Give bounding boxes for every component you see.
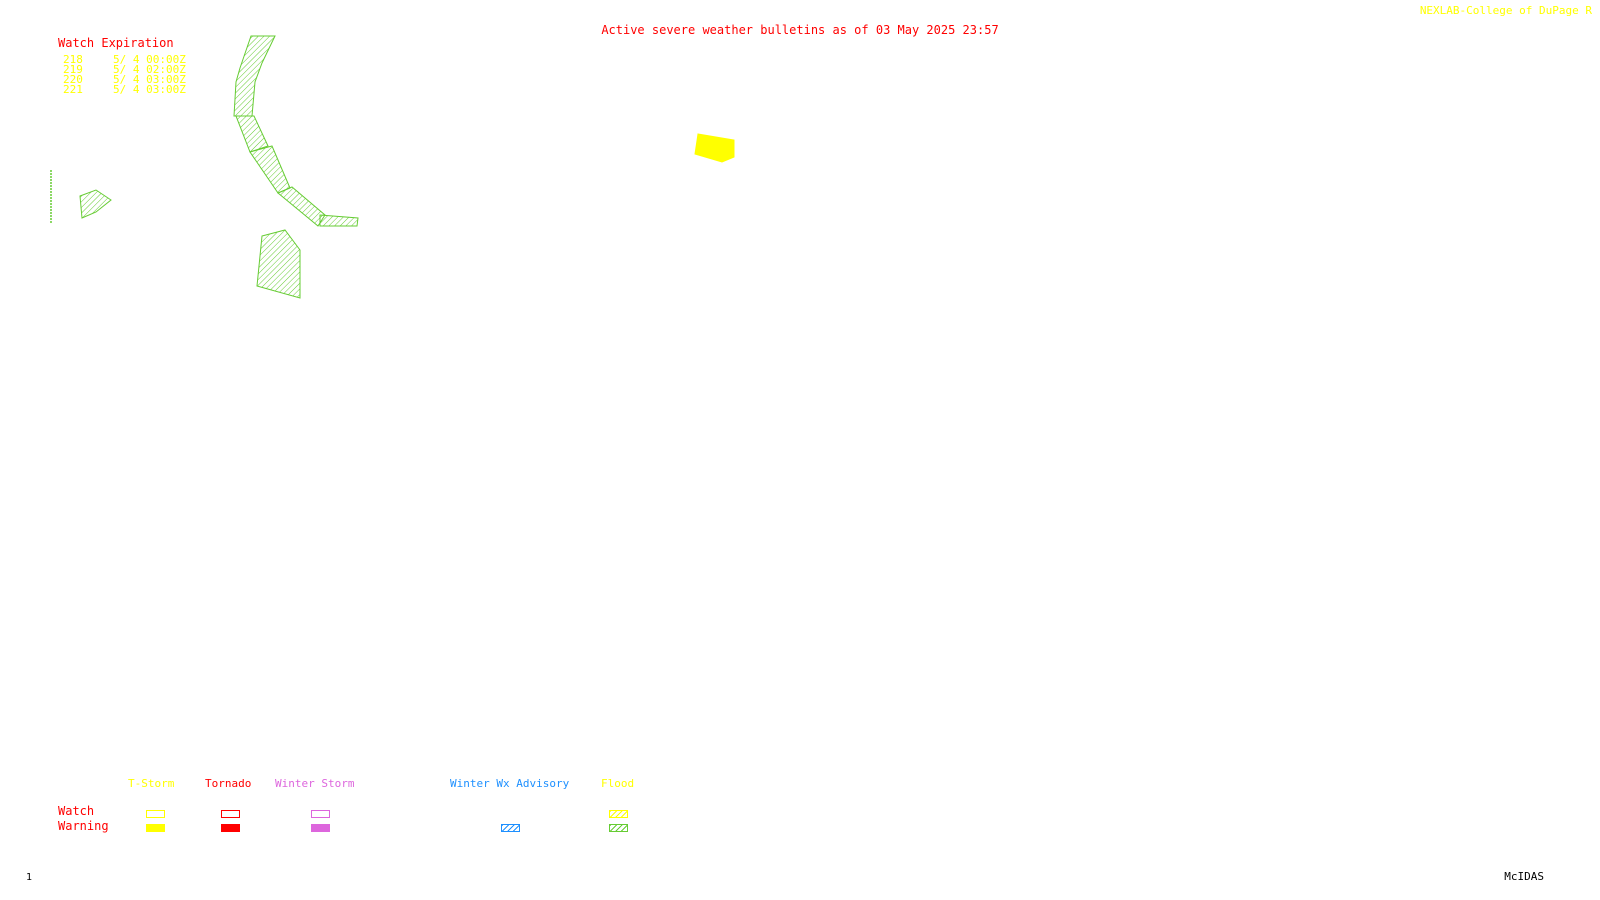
legend-flood-warning-swatch: [609, 824, 628, 832]
software-label: McIDAS: [1504, 870, 1544, 883]
watch-expiry: 5/ 4 03:00Z: [113, 83, 186, 96]
credit-label: NEXLAB-College of DuPage R: [1419, 4, 1592, 17]
watch-id: 220: [63, 73, 83, 86]
legend-winter-storm-warning-swatch: [311, 824, 330, 832]
flood-warning-polygon: [277, 186, 326, 227]
legend-tornado-label: Tornado: [205, 777, 252, 790]
legend-tornado-warning-swatch: [221, 824, 240, 832]
watch-id: 219: [63, 63, 83, 76]
watch-expiry: 5/ 4 03:00Z: [113, 73, 186, 86]
watch-expiry: 5/ 4 02:00Z: [113, 63, 186, 76]
legend-winter-wx-advisory-warning-swatch: [501, 824, 520, 832]
watch-expiration-heading: Watch Expiration: [58, 36, 174, 50]
page-title: Active severe weather bulletins as of 03…: [601, 23, 999, 37]
legend-tornado-watch-swatch: [221, 810, 240, 818]
legend-tstorm-label: T-Storm: [128, 777, 175, 790]
flood-warning-polygon: [319, 214, 359, 227]
legend-flood-label: Flood: [601, 777, 635, 790]
watch-id: 221: [63, 83, 83, 96]
legend-warning-row-label: Warning: [58, 819, 109, 833]
legend-tstorm-watch-swatch: [146, 810, 165, 818]
flood-warning-polygon: [249, 145, 291, 194]
legend-watch-row-label: Watch: [58, 804, 95, 818]
watch-id: 218: [63, 53, 83, 66]
flood-warning-polygon: [79, 189, 112, 219]
tstorm-warning-polygon: [694, 133, 735, 163]
flood-warning-polygon: [233, 35, 276, 117]
legend-winter-wx-advisory-label: Winter Wx Advisory: [450, 777, 570, 790]
legend-winter-storm-watch-swatch: [311, 810, 330, 818]
legend-winter-storm-label: Winter Storm: [275, 777, 355, 790]
flood-warning-polygon: [256, 229, 301, 299]
flood-warning-polygon: [235, 115, 269, 153]
legend-flood-watch-swatch: [609, 810, 628, 818]
legend-tstorm-warning-swatch: [146, 824, 165, 832]
frame-number: 1: [26, 872, 33, 883]
watch-expiry: 5/ 4 00:00Z: [113, 53, 186, 66]
